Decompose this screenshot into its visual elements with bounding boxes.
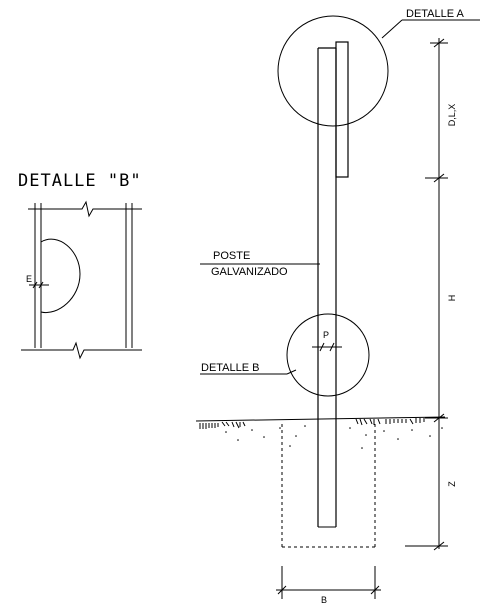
dim-b-label: B [321, 595, 327, 605]
dim-b-tick-right [370, 585, 380, 595]
detail-b-top-break [28, 200, 142, 218]
post-elevation: DETALLE A P DETALLE B POSTE GALVANIZADO [200, 8, 480, 528]
dim-tick-top [433, 38, 445, 48]
ground-and-foundation [195, 416, 446, 548]
detail-a-circle [277, 15, 389, 127]
detail-b-label: DETALLE B [201, 362, 260, 374]
dim-h-label: H [447, 295, 457, 302]
detail-b-e-tick-right [38, 281, 44, 289]
dim-b-tick-left [277, 585, 287, 595]
detail-a-leader [381, 19, 403, 39]
detail-b-circle [286, 313, 370, 397]
detail-b-e-tick-left [32, 281, 38, 289]
detail-b-bottom-break [21, 341, 142, 360]
ground-hatch-left [199, 421, 246, 429]
post-top-plate [335, 41, 349, 178]
detail-b-coating-bulge [40, 238, 81, 314]
detail-b-p-tick-right [329, 342, 335, 352]
dim-tick-foundation-bottom [433, 541, 445, 551]
dim-z-label: Z [447, 481, 457, 487]
dim-dlx-label: D,L,X [447, 104, 457, 127]
detail-b-e-label: E [26, 274, 32, 284]
detail-b-view: DETALLE "B" E [18, 171, 142, 360]
ground-hatch-right [355, 418, 425, 426]
dim-tick-plate-bottom [433, 173, 445, 183]
dim-tick-ground [433, 413, 445, 423]
detail-b-leader [286, 369, 297, 375]
detail-a-label: DETALLE A [406, 8, 465, 20]
detail-b-p-tick-left [319, 342, 325, 352]
soil-dots [225, 425, 443, 449]
horizontal-dimension-b: B [276, 566, 381, 605]
poste-label: POSTE [213, 250, 250, 262]
ground-line [195, 416, 446, 422]
detail-b-p-label: P [323, 330, 329, 340]
vertical-dimensions: D,L,X H Z [405, 38, 457, 551]
detail-b-title: DETALLE "B" [18, 171, 142, 191]
galvanizado-label: GALVANIZADO [211, 266, 288, 278]
